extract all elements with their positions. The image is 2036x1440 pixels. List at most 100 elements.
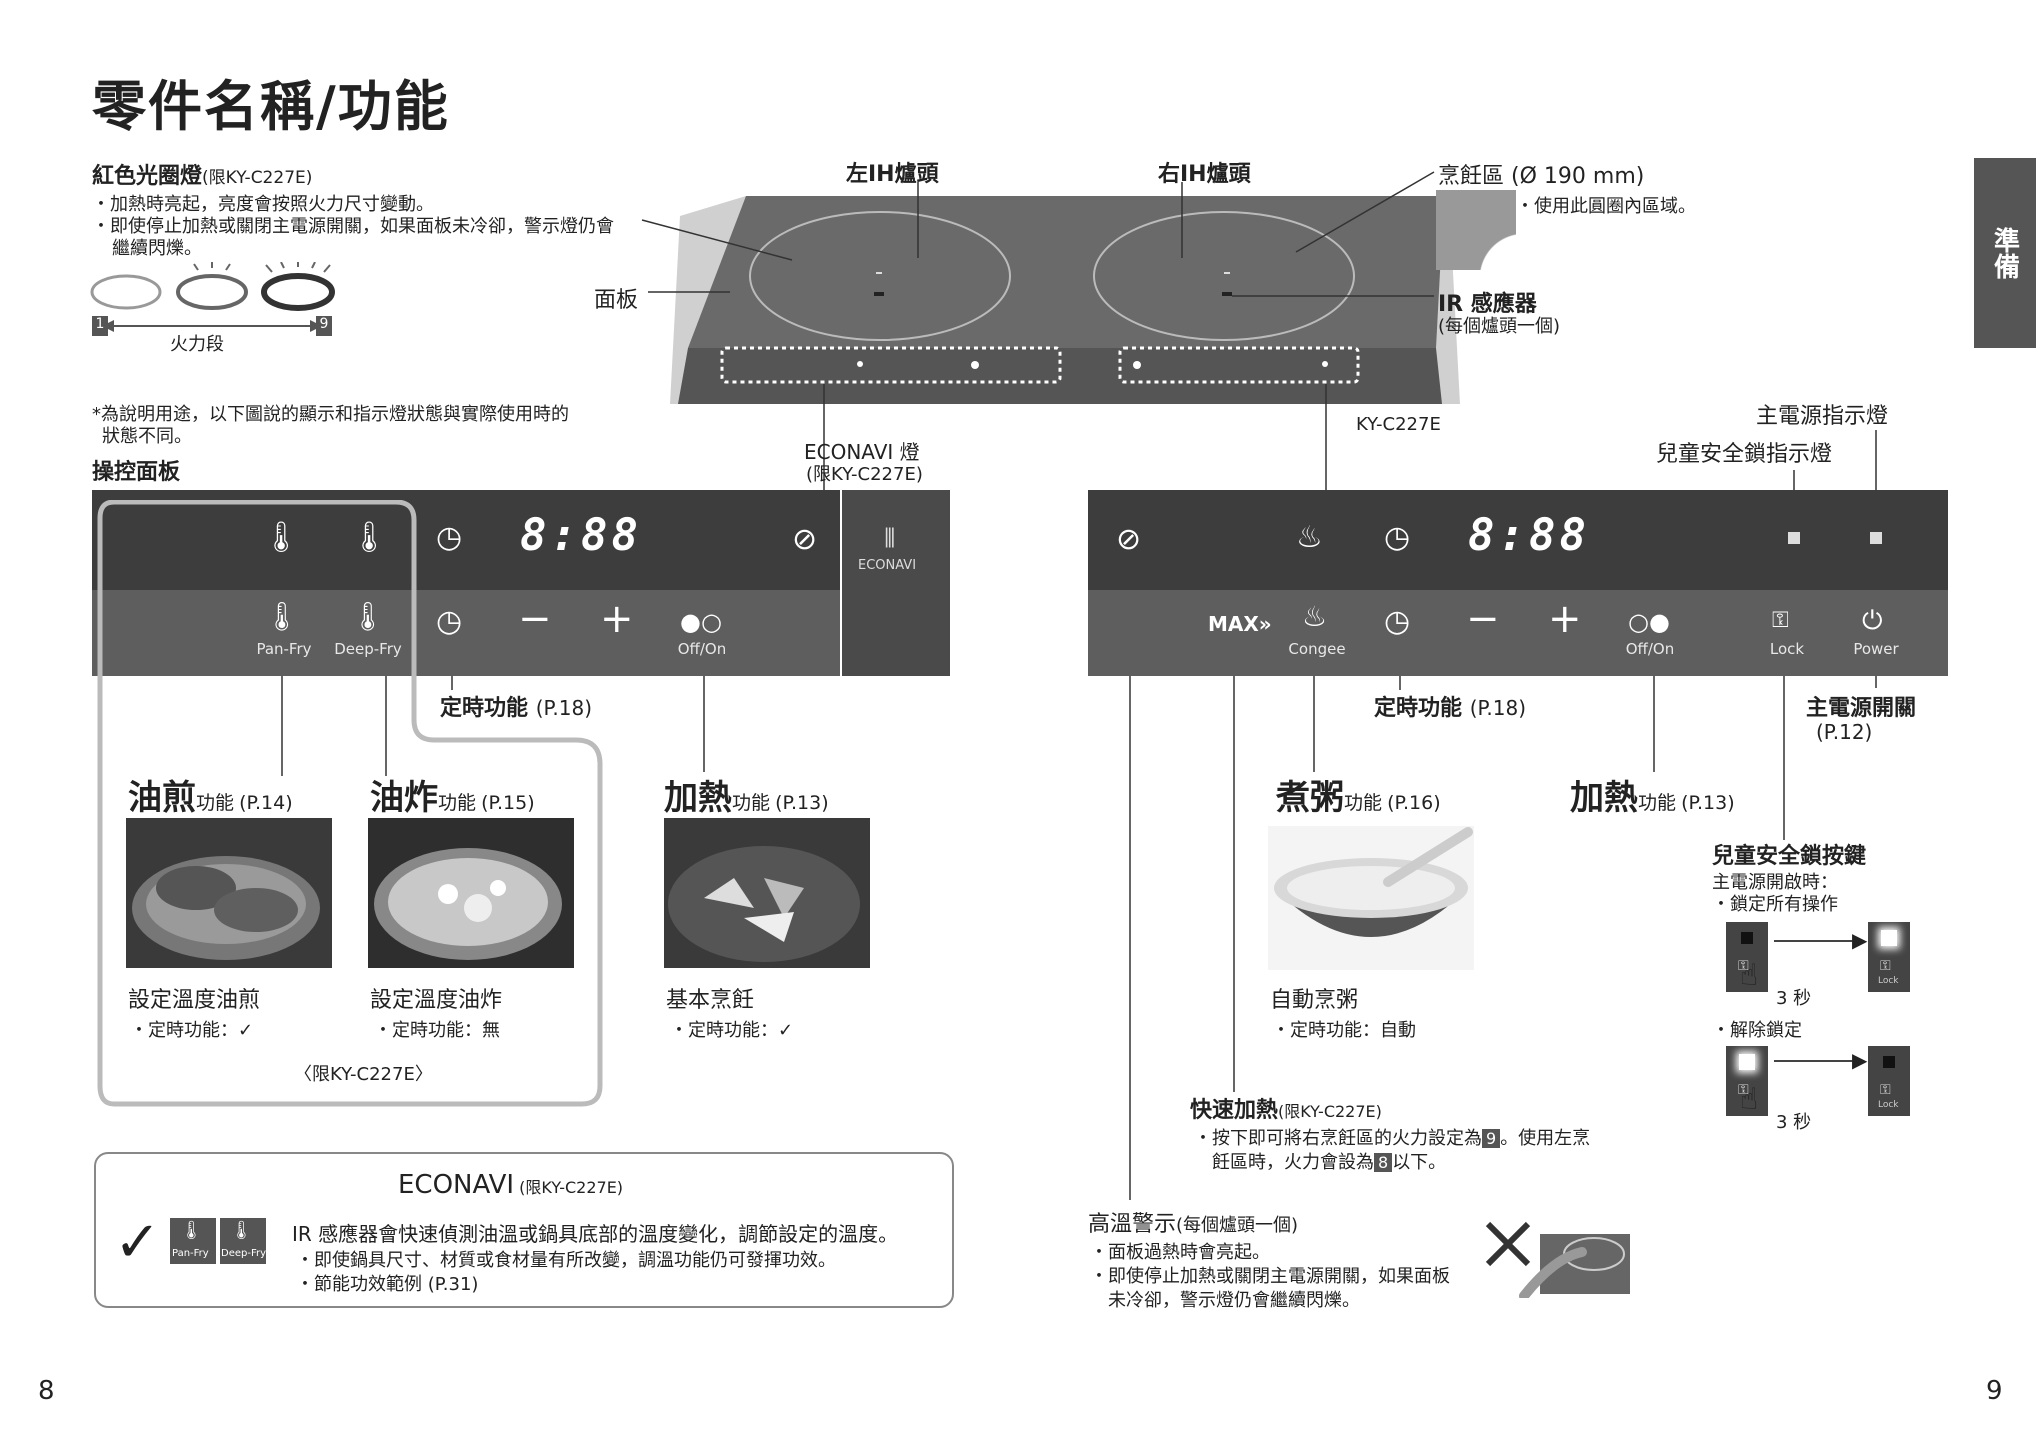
right-panel-button-row xyxy=(1088,590,1948,676)
lock-button-label: Lock xyxy=(1769,640,1805,658)
power-button-label: Power xyxy=(1853,640,1899,658)
hot-warning-line3: 未冷卻，警示燈仍會繼續閃爍。 xyxy=(1108,1290,1360,1311)
panfry-heading: 油煎功能 (P.14) xyxy=(128,778,293,818)
child-lock-indicator-label: 兒童安全鎖指示燈 xyxy=(1656,442,1833,467)
max-button[interactable]: MAX» xyxy=(1208,612,1272,636)
power-icon: ⏻ xyxy=(1862,606,1883,636)
econavi-line2: ・即使鍋具尺寸、材質或食材量有所改變，調溫功能仍可發揮功效。 xyxy=(296,1250,836,1271)
left-timer-display: 8:88 xyxy=(520,510,642,561)
child-lock-line3: ・解除鎖定 xyxy=(1712,1020,1802,1041)
heat-left-timer: ・定時功能：✓ xyxy=(670,1020,794,1041)
congee-photo xyxy=(1268,826,1474,970)
red-ring-b2b: 繼續閃爍。 xyxy=(112,238,202,259)
lock-button[interactable]: ⚿ Lock xyxy=(1762,608,1812,670)
lock-indicator-off xyxy=(1741,932,1753,944)
unlock-key-icon: ⚿ xyxy=(1738,1082,1749,1098)
right-minus-button[interactable]: − xyxy=(1466,596,1500,642)
right-timer-indicator-icon: ◷ xyxy=(1384,520,1411,555)
left-plus-button[interactable]: + xyxy=(600,596,634,642)
left-timer-button[interactable]: ◷ xyxy=(436,604,463,639)
main-switch-label: 主電源開關 xyxy=(1806,696,1917,721)
deepfry-photo xyxy=(368,818,574,968)
deepfry-timer: ・定時功能：無 xyxy=(374,1020,500,1041)
key-icon: ⚿ xyxy=(1772,608,1789,633)
left-offon-button[interactable]: ●○ Off/On xyxy=(672,608,732,670)
level-min: 1 xyxy=(92,316,108,336)
econavi-line3: ・節能功效範例 (P.31) xyxy=(296,1274,479,1295)
zone-label: 烹飪區 (Ø 190 mm) xyxy=(1438,164,1645,189)
main-switch-ref: (P.12) xyxy=(1816,720,1873,744)
lock-arrowhead-1: ▶ xyxy=(1852,928,1868,952)
heat-right-heading: 加熱功能 (P.13) xyxy=(1570,778,1735,818)
econavi-check-icon: ✓ xyxy=(114,1210,161,1275)
child-lock-line1: 主電源開啟時： xyxy=(1712,872,1838,893)
unlock-indicator-on xyxy=(1739,1054,1755,1070)
congee-button[interactable]: ♨ Congee xyxy=(1282,600,1352,670)
congee-icon: ♨ xyxy=(1302,600,1328,633)
left-panel-button-row xyxy=(92,590,840,676)
section-tab[interactable]: 準備 xyxy=(1974,158,2036,348)
right-timer-button[interactable]: ◷ xyxy=(1384,604,1411,639)
left-timer-function: 定時功能 (P.18) xyxy=(440,696,593,721)
child-lock-indicator xyxy=(1788,532,1800,544)
unlock-before: ⚿ xyxy=(1726,1046,1768,1116)
panfry-button-label: Pan-Fry xyxy=(256,640,312,658)
left-offon-label: Off/On xyxy=(677,640,727,658)
cooktop-illustration xyxy=(670,196,1460,404)
panfry-button[interactable]: 🌡︎ Pan-Fry xyxy=(252,600,316,670)
finger-press-icon-2: ☝ xyxy=(1740,1082,1759,1117)
left-minus-button[interactable]: − xyxy=(518,596,552,642)
right-ih-label: 右IH爐頭 xyxy=(1158,162,1251,187)
page-title: 零件名稱/功能 xyxy=(92,75,450,138)
main-power-indicator xyxy=(1870,532,1882,544)
model-label: KY-C227E xyxy=(1356,414,1441,435)
ir-sensor-note: (每個爐頭一個) xyxy=(1438,316,1561,337)
hot-warning-line1: ・面板過熱時會亮起。 xyxy=(1090,1242,1270,1263)
right-offon-icon: ○● xyxy=(1628,608,1670,636)
deepfry-icon: 🌡︎ xyxy=(350,600,386,633)
main-power-indicator-label: 主電源指示燈 xyxy=(1756,404,1889,429)
deepfry-button[interactable]: 🌡︎ Deep-Fry xyxy=(330,600,406,670)
lock-mini-label: Lock xyxy=(1878,976,1899,986)
right-offon-button[interactable]: ○● Off/On xyxy=(1620,608,1680,670)
econavi-lamp-label: ECONAVI 燈 xyxy=(804,440,920,464)
ir-sensor-label: IR 感應器 xyxy=(1438,292,1537,317)
level-label: 火力段 xyxy=(170,334,224,355)
econavi-deepfry-tag-label: Deep-Fry xyxy=(221,1248,267,1259)
left-function-group-outline xyxy=(97,500,603,1107)
lock-after-1: ⚿ Lock xyxy=(1868,922,1910,992)
do-not-touch-illustration xyxy=(1485,1221,1630,1298)
heat-left-heading: 加熱功能 (P.13) xyxy=(664,778,829,818)
deepfry-desc: 設定溫度油炸 xyxy=(370,988,503,1013)
hot-warning-line2: ・即使停止加熱或關閉主電源開關，如果面板 xyxy=(1090,1266,1450,1287)
finger-press-icon: ☝ xyxy=(1740,958,1759,993)
unlock-after: ⚿ Lock xyxy=(1868,1046,1910,1116)
congee-indicator-icon: ♨ xyxy=(1296,520,1323,555)
lock-seconds-1: 3 秒 xyxy=(1776,988,1812,1009)
deepfry-button-label: Deep-Fry xyxy=(334,640,402,658)
red-ring-b1: ・加熱時亮起，亮度會按照火力尺寸變動。 xyxy=(92,194,434,215)
control-panel-heading: 操控面板 xyxy=(92,460,181,485)
child-lock-line2: ・鎖定所有操作 xyxy=(1712,894,1838,915)
power-button[interactable]: ⏻ Power xyxy=(1846,606,1906,670)
congee-heading: 煮粥功能 (P.16) xyxy=(1276,778,1441,818)
right-plus-button[interactable]: + xyxy=(1548,596,1582,642)
page-number-left: 8 xyxy=(38,1376,55,1406)
deepfry-heading: 油炸功能 (P.15) xyxy=(370,778,535,818)
panfry-indicator-icon: 🌡︎ xyxy=(262,520,301,555)
level-max: 9 xyxy=(316,316,332,336)
unlock-mini-label: Lock xyxy=(1878,1100,1899,1110)
stirfry-photo xyxy=(664,818,870,968)
unlock-key-icon-2: ⚿ xyxy=(1880,1082,1891,1098)
econavi-panfry-tag: 🌡︎ Pan-Fry xyxy=(170,1218,216,1264)
left-panel-display-row xyxy=(92,490,840,590)
left-ih-label: 左IH爐頭 xyxy=(846,162,939,187)
panel-label: 面板 xyxy=(594,288,639,313)
econavi-line1: IR 感應器會快速偵測油溫或鍋具底部的溫度變化，調節設定的溫度。 xyxy=(292,1222,899,1246)
econavi-box-title: ECONAVI (限KY-C227E) xyxy=(398,1170,624,1200)
red-ring-b2: ・即使停止加熱或關閉主電源開關，如果面板未冷卻，警示燈仍會 xyxy=(92,216,614,237)
lock-arrowhead-2: ▶ xyxy=(1852,1048,1868,1072)
right-timer-function: 定時功能 (P.18) xyxy=(1374,696,1527,721)
congee-timer: ・定時功能：自動 xyxy=(1272,1020,1416,1041)
ring-level-diagram xyxy=(90,262,335,332)
